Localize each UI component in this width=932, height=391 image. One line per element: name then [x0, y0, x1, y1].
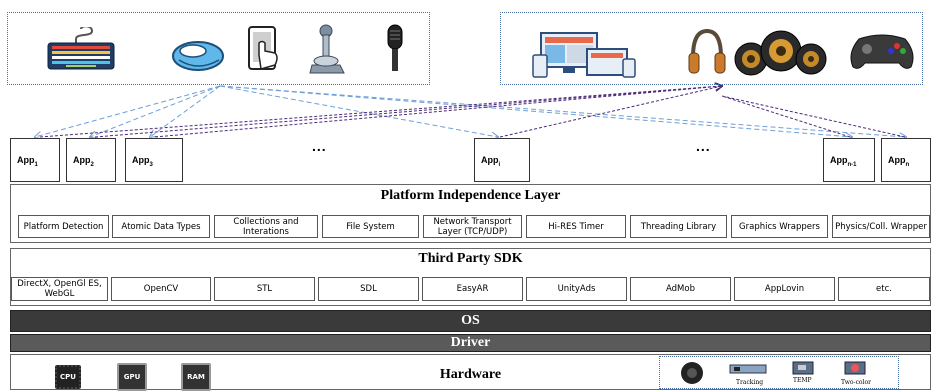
driver-layer: Driver	[10, 334, 931, 352]
microphone-icon	[387, 24, 403, 71]
platform-independence-layer: Platform Independence Layer Platform Det…	[10, 184, 931, 243]
tracking-label: Tracking	[736, 379, 764, 386]
platform-item: Collections and Interations	[214, 215, 318, 238]
temp-label: TEMP	[793, 377, 812, 384]
platform-item: Platform Detection	[18, 215, 109, 238]
os-layer-title: OS	[461, 313, 480, 328]
mouse-icon	[172, 41, 224, 71]
driver-layer-title: Driver	[450, 335, 491, 350]
output-devices-group	[500, 12, 923, 85]
ellipsis-left: ...	[312, 138, 327, 154]
hardware-layer: Hardware CPU GPU RAM Tracking TEMP Two-c…	[10, 354, 931, 391]
keyboard-icon	[47, 27, 115, 70]
sensors-group: Tracking TEMP Two-color	[659, 356, 899, 389]
touchscreen-icon	[248, 26, 278, 70]
input-devices-group	[7, 12, 430, 85]
platform-item: File System	[322, 215, 419, 238]
cpu-chip-icon: CPU	[55, 365, 81, 389]
os-layer: OS	[10, 310, 931, 332]
output-arrow-appn1	[721, 95, 851, 138]
sdk-item: AppLovin	[734, 277, 835, 301]
display-devices-icon	[532, 32, 636, 78]
app-n-1: Appn-1	[823, 138, 875, 182]
ellipsis-right: ...	[696, 138, 711, 154]
output-arrow-appn	[721, 95, 906, 138]
sdk-item: DirectX, OpenGl ES, WebGL	[11, 277, 108, 301]
sdk-layer-title: Third Party SDK	[418, 251, 523, 266]
sdk-item: EasyAR	[422, 277, 523, 301]
output-arrow-appi	[499, 86, 722, 138]
input-arrow-app2	[90, 85, 221, 137]
third-party-sdk-layer: Third Party SDK DirectX, OpenGl ES, WebG…	[10, 248, 931, 306]
gamepad-icon	[850, 34, 914, 69]
sdk-item: AdMob	[630, 277, 731, 301]
platform-layer-title: Platform Independence Layer	[380, 188, 561, 203]
joystick-icon	[309, 24, 345, 74]
speakers-icon	[734, 30, 827, 76]
two-color-led-icon	[844, 361, 866, 375]
output-arrow-app2	[94, 86, 722, 138]
platform-item: Graphics Wrappers	[731, 215, 828, 238]
app-1: App1	[10, 138, 60, 182]
joystick-module-icon	[681, 362, 703, 384]
tracking-sensor-icon	[729, 364, 767, 374]
input-arrow-appn1	[219, 85, 852, 137]
app-n: Appn	[881, 138, 931, 182]
platform-item: Atomic Data Types	[112, 215, 210, 238]
sdk-item: SDL	[318, 277, 419, 301]
temp-sensor-icon	[792, 361, 814, 375]
headphones-icon	[688, 29, 726, 74]
platform-item: Network Transport Layer (TCP/UDP)	[423, 215, 522, 238]
output-arrow-app3	[154, 86, 722, 138]
output-arrow-app1	[39, 86, 722, 138]
two-color-label: Two-color	[841, 379, 871, 386]
sdk-item: etc.	[838, 277, 930, 301]
sdk-item: STL	[214, 277, 315, 301]
input-arrow-appi	[219, 85, 498, 137]
platform-item: Physics/Coll. Wrapper	[832, 215, 930, 238]
gpu-chip-icon: GPU	[117, 363, 147, 391]
platform-item: Hi-RES Timer	[526, 215, 626, 238]
app-i: Appi	[474, 138, 530, 182]
hardware-layer-title: Hardware	[439, 367, 502, 382]
input-arrow-appn	[219, 85, 906, 137]
app-3: App3	[125, 138, 183, 182]
platform-item: Threading Library	[630, 215, 727, 238]
app-2: App2	[66, 138, 116, 182]
sdk-item: UnityAds	[526, 277, 627, 301]
input-arrow-app3	[150, 85, 221, 137]
ram-chip-icon: RAM	[181, 363, 211, 391]
sdk-item: OpenCV	[111, 277, 211, 301]
